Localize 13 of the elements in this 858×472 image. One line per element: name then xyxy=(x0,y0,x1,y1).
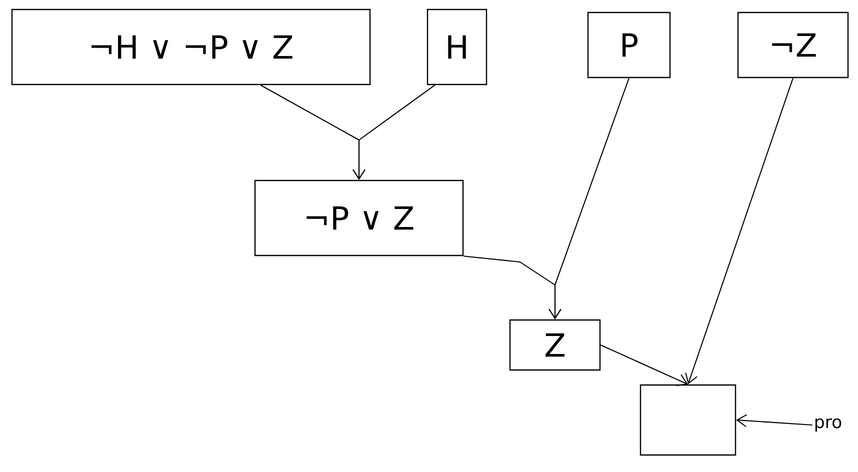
arrow xyxy=(352,84,436,180)
annotation-text: pro xyxy=(815,418,842,432)
clause-box: ¬P ∨ Z xyxy=(254,180,464,256)
clause-box: ¬H ∨ ¬P ∨ Z xyxy=(11,8,371,86)
clause-box: P xyxy=(587,12,671,78)
arrow xyxy=(548,78,630,320)
empty-box xyxy=(640,384,736,456)
clause-box: Z xyxy=(509,319,601,371)
clause-box: ¬Z xyxy=(737,12,849,78)
clause-box: H xyxy=(426,8,488,86)
leader-arrow xyxy=(736,414,812,428)
arrow xyxy=(685,78,794,384)
arrow xyxy=(600,344,688,386)
